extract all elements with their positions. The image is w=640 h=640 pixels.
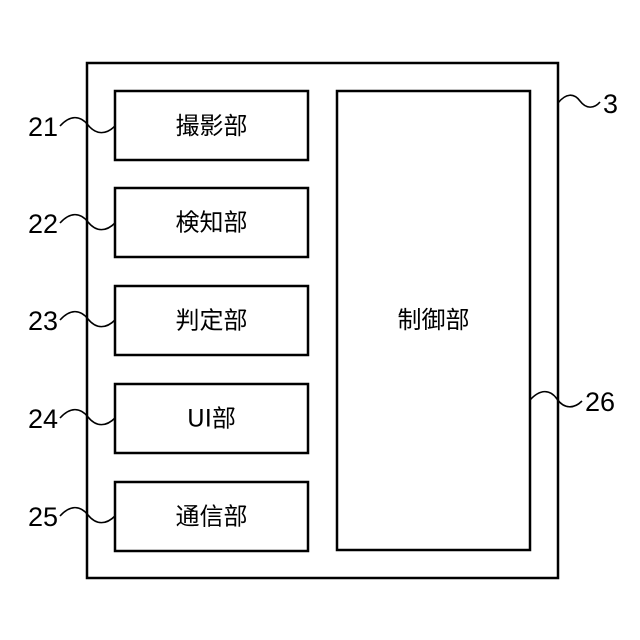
ref-number-23: 23: [28, 306, 58, 336]
ref-number-25: 25: [28, 502, 58, 532]
block-communication-unit-label: 通信部: [176, 503, 248, 531]
device-ref-number: 3: [603, 89, 618, 119]
ref-number-22: 22: [28, 209, 58, 239]
block-ui-unit-label: UI部: [187, 405, 236, 433]
device-ref-leader: [558, 95, 600, 107]
block-imaging-unit-label: 撮影部: [176, 112, 248, 140]
ref-number-24: 24: [28, 404, 58, 434]
ref-number-21: 21: [28, 112, 58, 142]
block-detection-unit-label: 検知部: [176, 209, 248, 237]
block-determination-unit-label: 判定部: [176, 307, 248, 335]
block-control-unit-label: 制御部: [398, 306, 470, 334]
ref-number-26: 26: [585, 387, 615, 417]
